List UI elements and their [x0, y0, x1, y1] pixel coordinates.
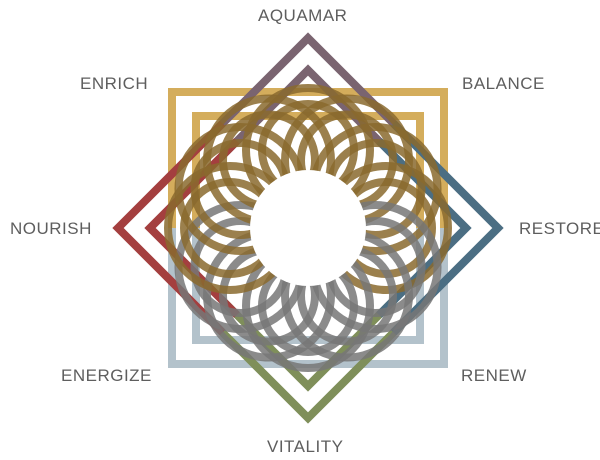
label-nourish: NOURISH [10, 219, 92, 239]
center-hole [250, 170, 366, 286]
label-balance: BALANCE [462, 74, 545, 94]
label-enrich: ENRICH [80, 74, 148, 94]
label-renew: RENEW [461, 366, 527, 386]
label-vitality: VITALITY [267, 437, 343, 457]
label-aquamar: AQUAMAR [258, 6, 347, 26]
mandala-shapes [118, 38, 498, 418]
label-restore: RESTORE [519, 219, 600, 239]
label-energize: ENERGIZE [61, 366, 152, 386]
